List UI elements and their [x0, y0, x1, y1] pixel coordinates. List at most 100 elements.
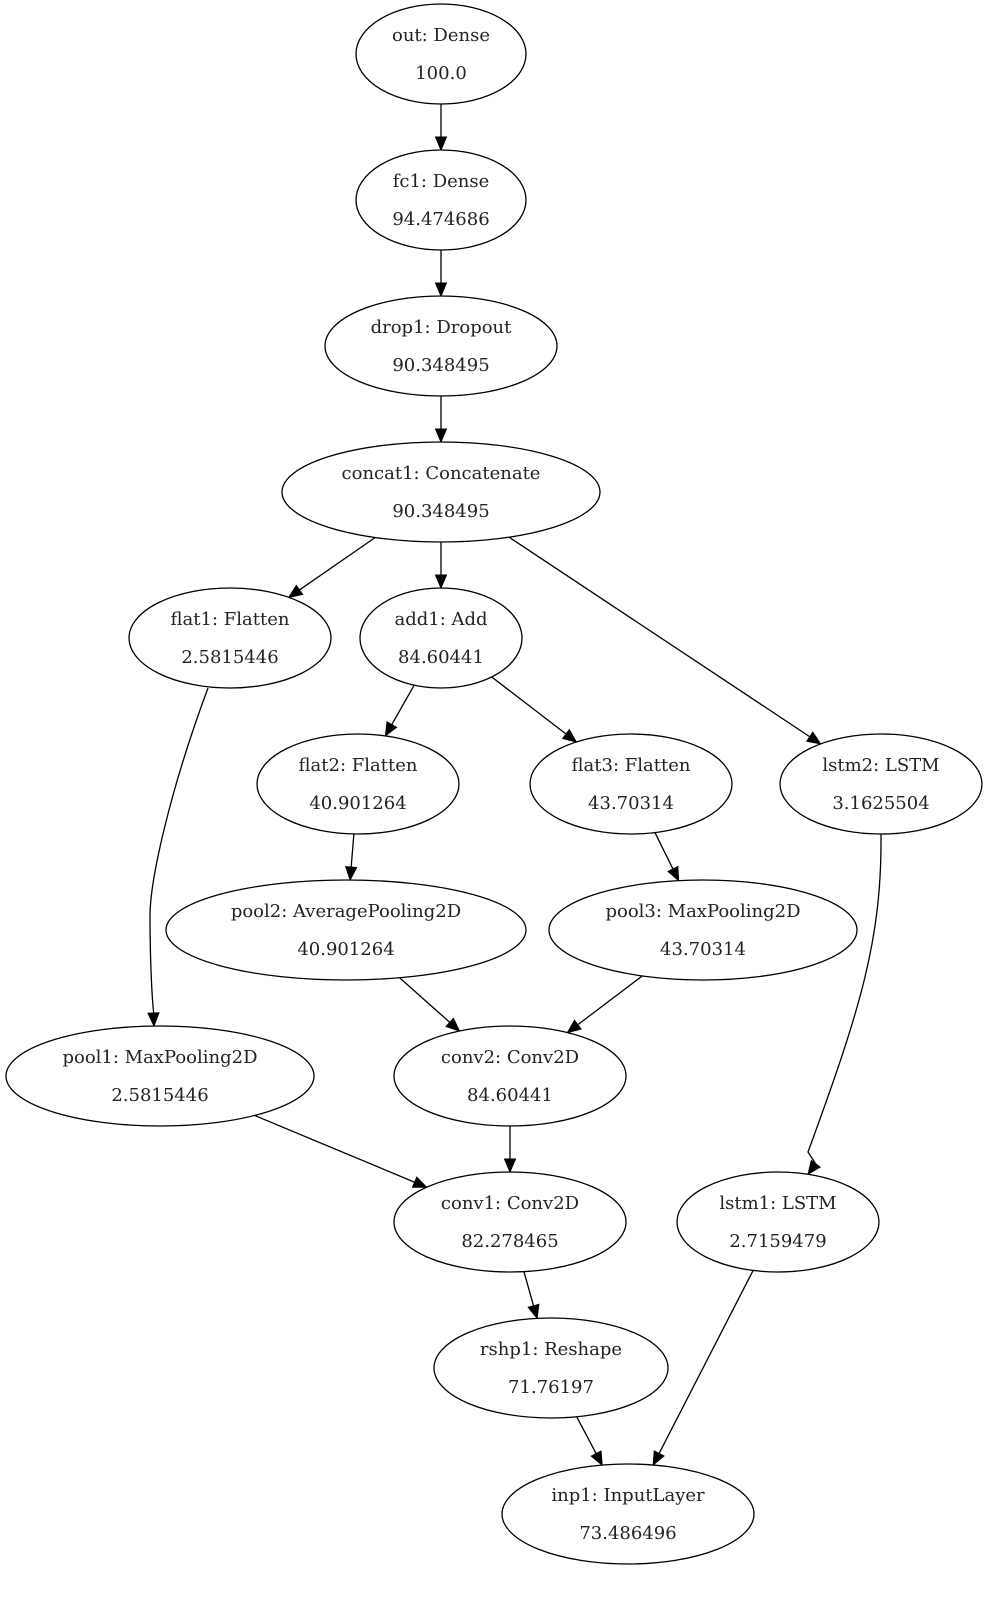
node-drop1: drop1: Dropout 90.348495 — [324, 295, 558, 397]
node-ellipse — [529, 733, 733, 835]
node-ellipse — [128, 587, 332, 689]
node-label: pool3: MaxPooling2D — [605, 901, 800, 922]
arrowhead — [566, 1019, 582, 1034]
node-ellipse — [359, 587, 523, 689]
node-value: 3.1625504 — [832, 793, 929, 814]
node-out: out: Dense 100.0 — [355, 3, 527, 105]
edge-lstm2-to-lstm1 — [807, 833, 882, 1176]
node-label: flat3: Flatten — [572, 755, 691, 776]
edge-line — [523, 1271, 535, 1307]
node-value: 43.70314 — [588, 793, 674, 814]
edge-line — [491, 676, 567, 735]
node-ellipse — [324, 295, 558, 397]
edge-conv2-to-conv1 — [503, 1126, 517, 1174]
node-value: 94.474686 — [392, 209, 489, 230]
arrowhead — [344, 866, 358, 882]
node-ellipse — [281, 441, 601, 543]
node-lstm1: lstm1: LSTM 2.7159479 — [676, 1171, 880, 1273]
edge-flat1-to-pool1 — [147, 687, 209, 1028]
node-label: fc1: Dense — [393, 171, 490, 192]
node-flat3: flat3: Flatten 43.70314 — [529, 733, 733, 835]
arrowhead — [147, 1012, 160, 1028]
node-lstm2: lstm2: LSTM 3.1625504 — [779, 733, 983, 835]
edge-add1-to-flat2 — [384, 684, 415, 737]
edge-concat1-to-lstm2 — [508, 536, 822, 745]
node-value: 40.901264 — [297, 939, 394, 960]
arrowhead — [445, 1017, 461, 1032]
node-label: inp1: InputLayer — [551, 1485, 705, 1506]
node-ellipse — [5, 1025, 315, 1127]
node-label: flat1: Flatten — [171, 609, 290, 630]
edge-line — [807, 833, 882, 1165]
node-ellipse — [779, 733, 983, 835]
edge-line — [254, 1114, 415, 1183]
edge-add1-to-flat3 — [491, 676, 578, 743]
edge-pool3-to-conv2 — [566, 975, 643, 1034]
node-label: conv1: Conv2D — [441, 1193, 579, 1214]
arrowhead — [652, 1450, 665, 1467]
node-inp1: inp1: InputLayer 73.486496 — [501, 1463, 755, 1565]
node-label: lstm1: LSTM — [719, 1193, 836, 1214]
node-label: lstm2: LSTM — [822, 755, 939, 776]
arrowhead — [590, 1450, 603, 1467]
node-value: 90.348495 — [392, 501, 489, 522]
node-flat1: flat1: Flatten 2.5815446 — [128, 587, 332, 689]
node-ellipse — [433, 1317, 669, 1419]
node-value: 40.901264 — [309, 793, 406, 814]
arrowhead — [805, 731, 822, 745]
node-ellipse — [355, 149, 527, 251]
node-label: pool2: AveragePooling2D — [231, 901, 461, 922]
edge-pool2-to-conv2 — [399, 977, 461, 1032]
node-label: out: Dense — [392, 25, 490, 46]
edge-line — [399, 977, 451, 1023]
arrowhead — [434, 282, 448, 298]
arrowhead — [434, 428, 448, 444]
node-label: rshp1: Reshape — [480, 1339, 622, 1360]
node-value: 2.7159479 — [729, 1231, 826, 1252]
edge-lstm1-to-inp1 — [652, 1270, 754, 1467]
edge-out-to-fc1 — [434, 104, 448, 152]
node-value: 90.348495 — [392, 355, 489, 376]
edge-line — [508, 536, 811, 738]
node-value: 2.5815446 — [181, 647, 278, 668]
node-ellipse — [501, 1463, 755, 1565]
edge-line — [654, 832, 674, 870]
node-value: 84.60441 — [467, 1085, 553, 1106]
node-ellipse — [548, 879, 858, 981]
arrowhead — [411, 1176, 428, 1188]
arrowhead — [527, 1303, 540, 1320]
edge-conv1-to-rshp1 — [523, 1271, 540, 1320]
node-pool3: pool3: MaxPooling2D 43.70314 — [548, 879, 858, 981]
node-ellipse — [393, 1171, 627, 1273]
edge-line — [391, 684, 415, 725]
edge-line — [658, 1270, 754, 1454]
node-ellipse — [676, 1171, 880, 1273]
node-value: 73.486496 — [579, 1523, 676, 1544]
edge-line — [577, 975, 643, 1026]
arrowhead — [384, 721, 398, 737]
node-label: pool1: MaxPooling2D — [62, 1047, 257, 1068]
edge-fc1-to-drop1 — [434, 250, 448, 298]
edge-concat1-to-flat1 — [287, 536, 376, 599]
arrowhead — [434, 574, 448, 590]
node-value: 100.0 — [415, 63, 467, 84]
node-value: 43.70314 — [660, 939, 746, 960]
edge-rshp1-to-inp1 — [576, 1416, 603, 1467]
arrowhead — [434, 136, 448, 152]
node-ellipse — [256, 733, 460, 835]
node-value: 84.60441 — [398, 647, 484, 668]
node-ellipse — [355, 3, 527, 105]
node-value: 71.76197 — [508, 1377, 594, 1398]
node-ellipse — [393, 1025, 627, 1127]
edge-drop1-to-concat1 — [434, 396, 448, 444]
edge-flat3-to-pool3 — [654, 832, 680, 882]
arrowhead — [503, 1158, 517, 1174]
node-label: drop1: Dropout — [371, 317, 513, 338]
